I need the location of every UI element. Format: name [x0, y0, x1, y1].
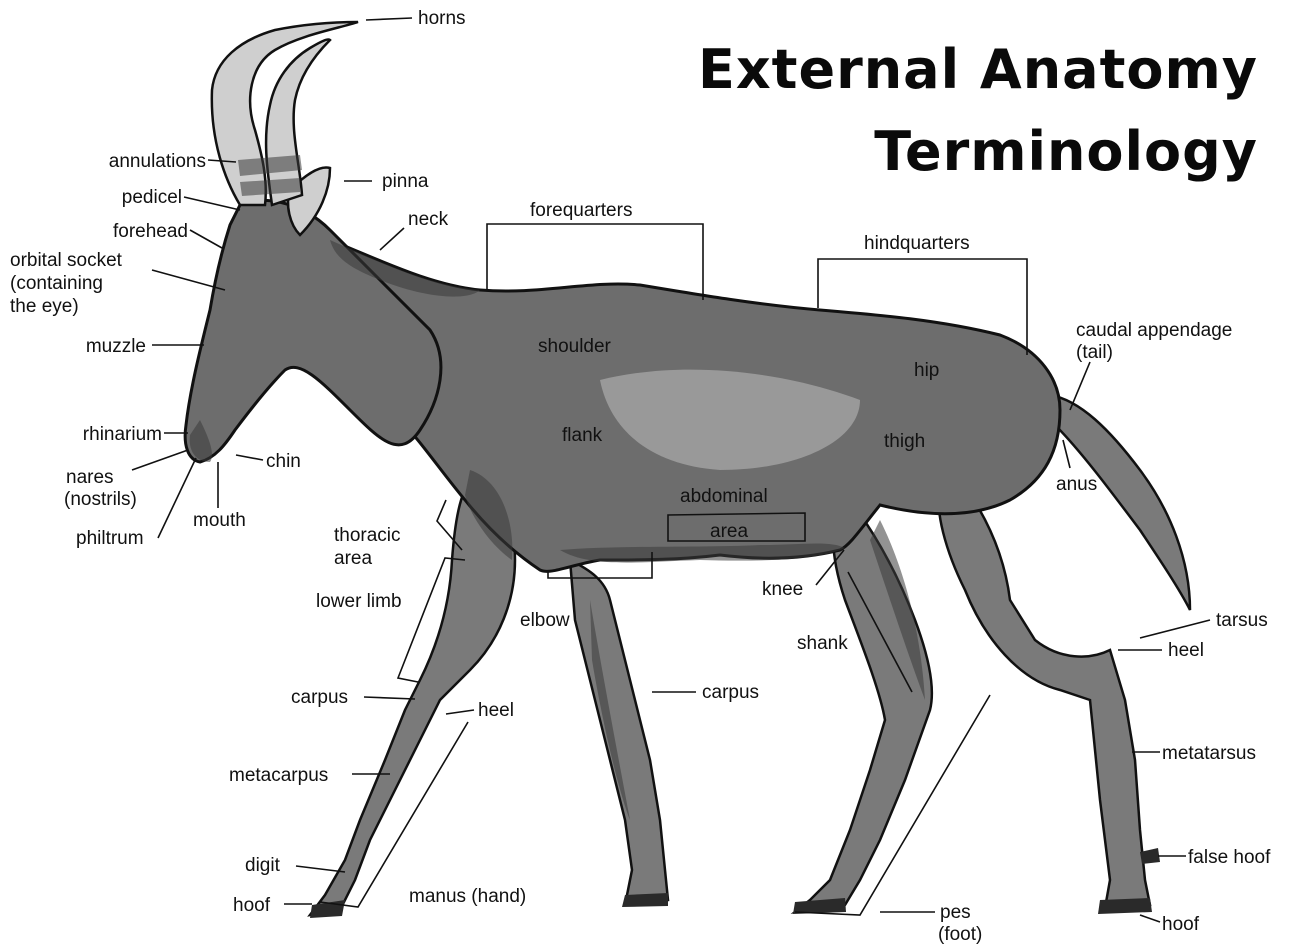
chin-line — [236, 455, 263, 460]
label-philtrum: philtrum — [76, 528, 144, 549]
label-neck: neck — [408, 209, 449, 230]
label-forequarters: forequarters — [530, 200, 632, 221]
label-nares-2: (nostrils) — [64, 489, 137, 510]
label-thoracic-1: thoracic — [334, 525, 401, 546]
label-tarsus: tarsus — [1216, 610, 1268, 631]
tarsus-line — [1140, 620, 1210, 638]
philtrum-line — [158, 458, 196, 538]
label-abdominal-2: area — [710, 521, 748, 542]
tail-shape — [1050, 395, 1190, 610]
label-false-hoof: false hoof — [1188, 847, 1271, 868]
label-carpus-fore: carpus — [291, 687, 348, 708]
neck-line — [380, 228, 404, 250]
horns-line — [366, 18, 412, 20]
label-anus: anus — [1056, 474, 1097, 495]
label-hoof-hind: hoof — [1162, 914, 1200, 935]
label-orbital-3: the eye) — [10, 296, 79, 317]
label-annulations: annulations — [109, 151, 206, 172]
label-carpus-hind-leg: carpus — [702, 682, 759, 703]
orbital-line — [152, 270, 225, 290]
forehead-line — [190, 230, 222, 248]
label-pes-2: (foot) — [938, 924, 982, 945]
label-metacarpus: metacarpus — [229, 765, 328, 786]
label-heel-fore: heel — [478, 700, 514, 721]
label-hindquarters: hindquarters — [864, 233, 970, 254]
label-pes-1: pes — [940, 902, 971, 923]
pedicel-line — [184, 197, 240, 210]
digit-line — [296, 866, 345, 872]
label-elbow: elbow — [520, 610, 570, 631]
label-manus: manus (hand) — [409, 886, 526, 907]
heel-fore-line — [446, 710, 474, 714]
label-caudal-1: caudal appendage — [1076, 320, 1232, 341]
label-metatarsus: metatarsus — [1162, 743, 1256, 764]
label-hip: hip — [914, 360, 939, 381]
label-mouth: mouth — [193, 510, 246, 531]
label-muzzle: muzzle — [86, 336, 146, 357]
label-flank: flank — [562, 425, 603, 446]
label-nares-1: nares — [66, 467, 114, 488]
label-knee: knee — [762, 579, 803, 600]
label-shank: shank — [797, 633, 848, 654]
title-line-1: External Anatomy — [698, 38, 1258, 101]
caudal-line — [1070, 362, 1090, 410]
far-hind-leg — [939, 480, 1150, 908]
label-thigh: thigh — [884, 431, 925, 452]
label-lower-limb: lower limb — [316, 591, 402, 612]
head-neck-shape — [185, 200, 441, 462]
hoof-hind-far — [1098, 898, 1152, 914]
carpus-fore-line — [364, 697, 415, 699]
anus-line — [1063, 440, 1070, 468]
label-rhinarium: rhinarium — [83, 424, 162, 445]
label-horns: horns — [418, 8, 466, 29]
label-shoulder: shoulder — [538, 336, 612, 357]
label-chin: chin — [266, 451, 301, 472]
nares-line — [132, 450, 188, 470]
hoof-fore-far — [622, 893, 668, 907]
label-hoof-fore: hoof — [233, 895, 271, 916]
near-hind-leg — [795, 500, 932, 912]
label-caudal-2: (tail) — [1076, 342, 1113, 363]
label-orbital-1: orbital socket — [10, 250, 123, 271]
label-forehead: forehead — [113, 221, 188, 242]
label-pedicel: pedicel — [122, 187, 182, 208]
label-thoracic-2: area — [334, 548, 372, 569]
label-pinna: pinna — [382, 171, 429, 192]
label-abdominal-1: abdominal — [680, 486, 768, 507]
label-heel-hind: heel — [1168, 640, 1204, 661]
hoof-hind-line — [1140, 915, 1160, 922]
label-digit: digit — [245, 855, 281, 876]
title-line-2: Terminology — [874, 120, 1258, 183]
label-orbital-2: (containing — [10, 273, 103, 294]
far-foreleg — [570, 560, 668, 905]
